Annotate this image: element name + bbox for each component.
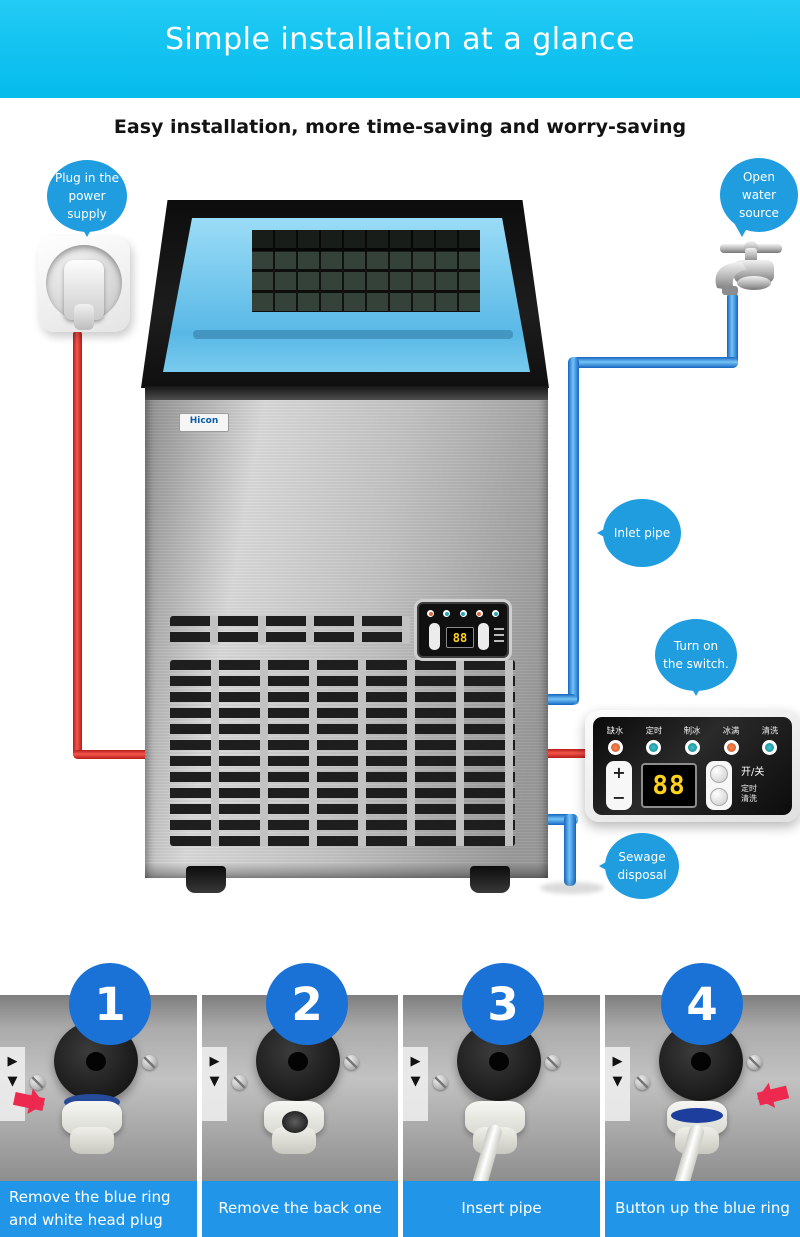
inlet-pipe-into-machine bbox=[544, 694, 577, 705]
screw-icon bbox=[232, 1075, 247, 1090]
minus-label: − bbox=[612, 787, 626, 807]
power-plug-icon bbox=[64, 260, 104, 330]
plus-minus-button[interactable]: + − bbox=[606, 761, 632, 810]
power-cable-vertical bbox=[73, 330, 82, 758]
machine-ice-bin bbox=[163, 218, 530, 372]
step-2-photo: ▶ bbox=[202, 995, 398, 1181]
indicator-water-shortage: 缺水 bbox=[606, 724, 624, 755]
direction-sticker: ▶ bbox=[605, 1047, 630, 1121]
brand-logo: Hicon bbox=[179, 413, 229, 432]
step-1-badge: 1 bbox=[69, 963, 151, 1045]
evaporator-grid bbox=[252, 230, 480, 312]
machine-plus-minus-button bbox=[429, 623, 440, 650]
machine-foot-right bbox=[470, 866, 510, 893]
machine-led-display: 88 bbox=[446, 627, 474, 648]
indicator-ice-making: 制冰 bbox=[683, 724, 701, 755]
water-pipe-horizontal bbox=[572, 357, 738, 368]
indicator-row: 缺水 定时 制冰 冰满 清洗 bbox=[593, 717, 792, 755]
blue-ring bbox=[671, 1108, 723, 1123]
callout-turn-on-switch: Turn on the switch. bbox=[655, 619, 737, 696]
step-3-badge: 3 bbox=[462, 963, 544, 1045]
sewage-pipe-down bbox=[564, 814, 576, 886]
direction-sticker: ▶ bbox=[202, 1047, 227, 1121]
step-4-badge: 4 bbox=[661, 963, 743, 1045]
step-3-caption: Insert pipe bbox=[403, 1181, 600, 1237]
indicator-ice-full: 冰满 bbox=[722, 724, 740, 755]
step-4-caption: Button up the blue ring bbox=[605, 1181, 800, 1237]
screw-icon bbox=[545, 1055, 560, 1070]
machine-panel-labels bbox=[494, 628, 504, 644]
power-cable-horizontal bbox=[73, 750, 153, 759]
timer-clean-label: 定时 清洗 bbox=[741, 783, 757, 803]
timer-clean-button[interactable] bbox=[710, 787, 728, 806]
led-display: 88 bbox=[641, 763, 697, 808]
banner-title: Simple installation at a glance bbox=[165, 22, 635, 57]
screw-icon bbox=[344, 1055, 359, 1070]
screw-icon bbox=[142, 1055, 157, 1070]
water-pipe-down bbox=[568, 357, 579, 705]
screw-icon bbox=[747, 1055, 762, 1070]
control-panel-face: 缺水 定时 制冰 冰满 清洗 bbox=[593, 717, 792, 815]
sewage-pipe-horizontal bbox=[544, 814, 578, 825]
step-2-caption: Remove the back one bbox=[202, 1181, 398, 1237]
callout-inlet-pipe: Inlet pipe bbox=[597, 499, 681, 567]
indicator-light bbox=[723, 740, 739, 755]
machine-control-panel: 88 bbox=[417, 602, 509, 658]
callout-open-water: Open water source bbox=[720, 158, 798, 237]
control-row: + − 88 开/关 定时 清洗 bbox=[606, 761, 786, 810]
vent-grille-top bbox=[170, 616, 410, 644]
direction-sticker: ▶ bbox=[0, 1047, 25, 1121]
power-buttons[interactable] bbox=[706, 761, 732, 810]
plus-label: + bbox=[612, 763, 626, 783]
sewage-pipe-shadow bbox=[540, 882, 604, 894]
machine-foot-left bbox=[186, 866, 226, 893]
indicator-light bbox=[684, 740, 700, 755]
indicator-light bbox=[646, 740, 662, 755]
white-head-plug bbox=[62, 1101, 122, 1154]
screw-icon bbox=[30, 1075, 45, 1090]
power-label: 开/关 bbox=[741, 767, 765, 779]
machine-indicator-lights bbox=[427, 610, 499, 617]
water-pipe-from-faucet bbox=[727, 292, 738, 366]
banner: Simple installation at a glance bbox=[0, 0, 800, 98]
power-cable-to-panel bbox=[538, 749, 590, 758]
indicator-light bbox=[607, 740, 623, 755]
callout-plug-power: Plug in the power supply bbox=[47, 160, 127, 237]
control-panel-zoom: 缺水 定时 制冰 冰满 清洗 bbox=[585, 710, 800, 822]
indicator-timing: 定时 bbox=[645, 724, 663, 755]
direction-sticker: ▶ bbox=[403, 1047, 428, 1121]
power-socket-icon bbox=[38, 236, 130, 332]
step-1-caption: Remove the blue ring and white head plug bbox=[0, 1181, 197, 1237]
indicator-cleaning: 清洗 bbox=[761, 724, 779, 755]
step-2-badge: 2 bbox=[266, 963, 348, 1045]
subtitle: Easy installation, more time-saving and … bbox=[113, 116, 687, 138]
panel-side-labels: 开/关 定时 清洗 bbox=[741, 767, 764, 804]
screw-icon bbox=[433, 1075, 448, 1090]
vent-grille bbox=[170, 660, 515, 846]
red-arrow-icon bbox=[756, 1085, 790, 1106]
machine-power-button bbox=[478, 623, 489, 650]
faucet-icon bbox=[715, 241, 782, 295]
power-button[interactable] bbox=[710, 765, 728, 784]
fitting-hole bbox=[282, 1111, 308, 1133]
indicator-light bbox=[762, 740, 778, 755]
screw-icon bbox=[635, 1075, 650, 1090]
callout-sewage-disposal: Sewage disposal bbox=[599, 833, 679, 899]
ice-tray-edge bbox=[193, 330, 513, 339]
